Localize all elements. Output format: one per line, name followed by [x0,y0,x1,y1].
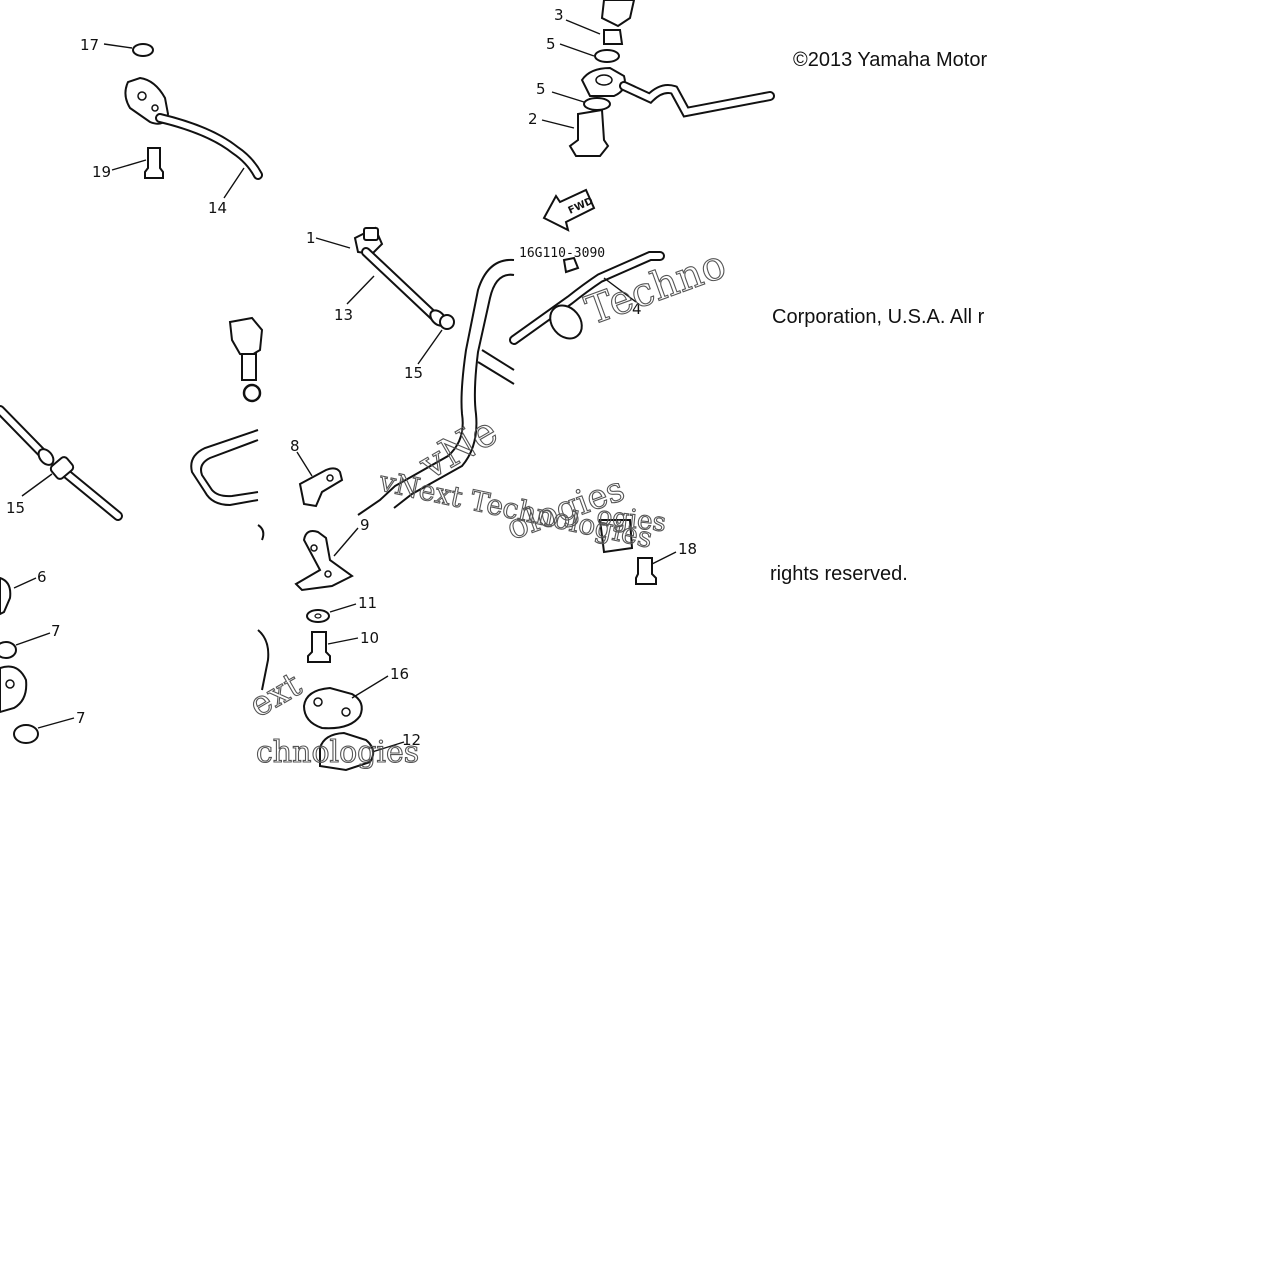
tile-top-left [103,43,263,199]
callout-15-left: 15 [6,499,25,517]
callout-17: 17 [80,36,99,54]
copyright-line-3: rights reserved. [770,563,908,585]
watermark-text-e: chnologies [256,735,419,770]
callouts: 17 19 14 1 13 15 15 8 9 11 10 16 12 6 7 … [6,6,697,749]
callout-2: 2 [528,110,538,128]
copyright-line-1: ©2013 Yamaha Motor [793,49,987,71]
callout-9: 9 [360,516,370,534]
o-ring-17 [132,43,154,57]
tile-top-right: FWD 16G110-3090 [519,0,775,261]
bracket-9 [294,530,354,592]
copyright: ©2013 Yamaha Motor Corporation, U.S.A. A… [770,49,987,585]
callout-6: 6 [37,568,47,586]
callout-10: 10 [360,629,379,647]
fitting-6 [0,576,12,616]
part-code-label: 16G110-3090 [519,246,605,261]
callout-7b: 7 [76,709,86,727]
callout-15-center: 15 [404,364,423,382]
callout-5b: 5 [536,80,546,98]
callout-7a: 7 [51,622,61,640]
callout-8: 8 [290,437,300,455]
o-ring-5b [583,97,611,111]
washer-11 [306,609,330,623]
nut-3 [603,29,624,45]
callout-1: 1 [306,229,316,247]
callout-4: 4 [632,300,642,318]
tile-left-middle [0,316,265,744]
pipe-top [600,0,636,28]
gasket-16 [302,686,363,730]
bolt-19 [144,147,164,179]
o-ring-7b [13,724,39,744]
clip-15-center [439,314,455,330]
gasket-12 [319,731,375,772]
bolt-10 [307,631,331,663]
callout-16: 16 [390,665,409,683]
fwd-arrow-icon [542,188,596,232]
bracket-8 [298,467,344,508]
pipe-end [598,519,634,554]
callout-11: 11 [358,594,377,612]
clip-15-left [49,456,75,480]
callout-12: 12 [402,731,421,749]
union-bolt-2 [568,108,610,157]
callout-14: 14 [208,199,227,217]
tile-center [296,226,515,516]
callout-5a: 5 [546,35,556,53]
clamp-4 [549,304,583,340]
bolt-18 [635,557,657,585]
union-nut [580,66,626,97]
o-ring-7a [0,641,17,659]
callout-13: 13 [334,306,353,324]
copyright-line-2: Corporation, U.S.A. All r [772,306,985,328]
union-6 [0,665,28,714]
tile-lower-center [257,527,405,772]
callout-19: 19 [92,163,111,181]
tile-right-middle [509,251,677,585]
clip-small [562,256,580,274]
callout-3: 3 [554,6,564,24]
o-ring-5a [594,49,620,63]
callout-18: 18 [678,540,697,558]
